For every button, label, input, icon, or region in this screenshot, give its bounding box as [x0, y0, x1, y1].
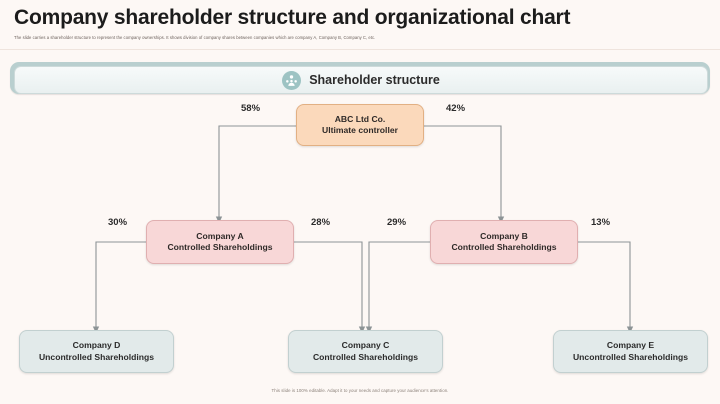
node-title: Company E: [606, 340, 655, 351]
node-company-e[interactable]: Company E Uncontrolled Shareholdings: [553, 330, 708, 373]
node-abc-ltd-co[interactable]: ABC Ltd Co. Ultimate controller: [296, 104, 424, 146]
node-company-c[interactable]: Company C Controlled Shareholdings: [288, 330, 443, 373]
node-subtitle: Uncontrolled Shareholdings: [38, 351, 155, 362]
section-banner-label: Shareholder structure: [309, 73, 440, 87]
edge-label-companyB-to-companyE: 13%: [591, 217, 611, 228]
edge-label-root-to-companyB: 42%: [446, 103, 466, 114]
node-subtitle: Uncontrolled Shareholdings: [572, 351, 689, 362]
node-title: Company B: [480, 230, 528, 241]
section-banner: Shareholder structure: [14, 66, 708, 94]
node-company-d[interactable]: Company D Uncontrolled Shareholdings: [19, 330, 174, 373]
node-title: Company A: [196, 230, 244, 241]
edge-label-root-to-companyA: 58%: [241, 103, 261, 114]
node-company-a[interactable]: Company A Controlled Shareholdings: [146, 220, 294, 264]
node-title: Company C: [341, 340, 390, 351]
page-subtitle: The slide carries a shareholder structur…: [14, 35, 376, 40]
node-subtitle: Ultimate controller: [322, 125, 398, 135]
node-company-b[interactable]: Company B Controlled Shareholdings: [430, 220, 578, 264]
edge-label-companyA-to-companyC: 28%: [311, 217, 331, 228]
org-chart: 58% 42% 30% 28% 29% 13% ABC Ltd Co. Ulti…: [0, 96, 720, 386]
edge-label-companyA-to-companyD: 30%: [108, 217, 128, 228]
page-title: Company shareholder structure and organi…: [14, 6, 571, 29]
group-people-icon: [282, 70, 302, 90]
node-subtitle: Controlled Shareholdings: [451, 242, 557, 252]
slide-header: Company shareholder structure and organi…: [0, 0, 720, 50]
node-title: Company D: [72, 340, 121, 351]
node-subtitle: Controlled Shareholdings: [312, 351, 419, 362]
node-title: ABC Ltd Co.: [334, 113, 386, 124]
header-divider: [0, 49, 720, 50]
edge-label-companyB-to-companyC: 29%: [387, 217, 407, 228]
node-subtitle: Controlled Shareholdings: [167, 242, 273, 252]
slide-footer-note: This slide is 100% editable. Adapt it to…: [271, 388, 449, 393]
connector-lines: [92, 125, 634, 334]
